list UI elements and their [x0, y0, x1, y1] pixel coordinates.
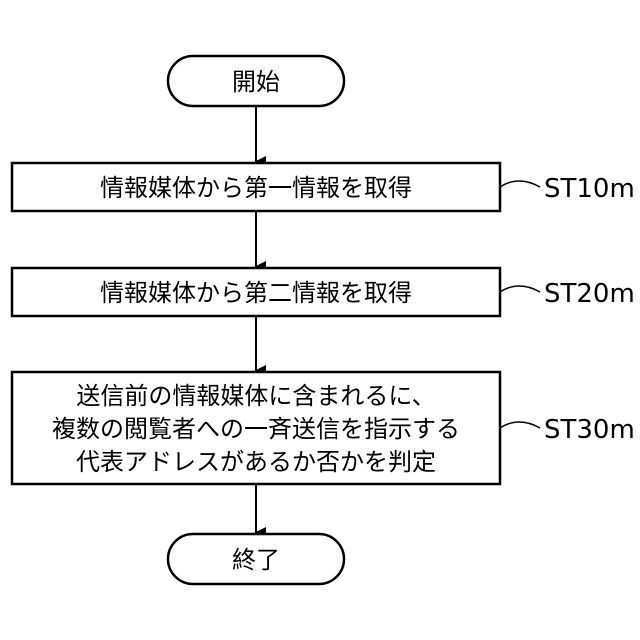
process-step1: 情報媒体から第一情報を取得: [12, 163, 500, 211]
step3-line2: 複数の閲覧者への一斉送信を指示する: [52, 415, 460, 443]
step3-line1: 送信前の情報媒体に含まれるに、: [76, 382, 435, 410]
ref-label-st10m: ST10m: [544, 174, 635, 204]
step1-label: 情報媒体から第一情報を取得: [100, 174, 412, 202]
ref-connector-step2: [500, 286, 540, 292]
ref-label-st20m: ST20m: [544, 279, 635, 309]
start-label: 開始: [232, 68, 280, 96]
process-step2: 情報媒体から第二情報を取得: [12, 268, 500, 316]
end-label: 終了: [232, 546, 280, 574]
ref-label-st30m: ST30m: [544, 415, 635, 445]
step3-line3: 代表アドレスがあるか否かを判定: [76, 448, 436, 476]
ref-connector-step1: [500, 181, 540, 187]
step2-label: 情報媒体から第二情報を取得: [100, 279, 412, 307]
end-node: 終了: [168, 534, 344, 584]
ref-connector-step3: [500, 422, 540, 428]
process-step3: 送信前の情報媒体に含まれるに、 複数の閲覧者への一斉送信を指示する 代表アドレス…: [12, 372, 500, 484]
start-node: 開始: [168, 56, 344, 106]
